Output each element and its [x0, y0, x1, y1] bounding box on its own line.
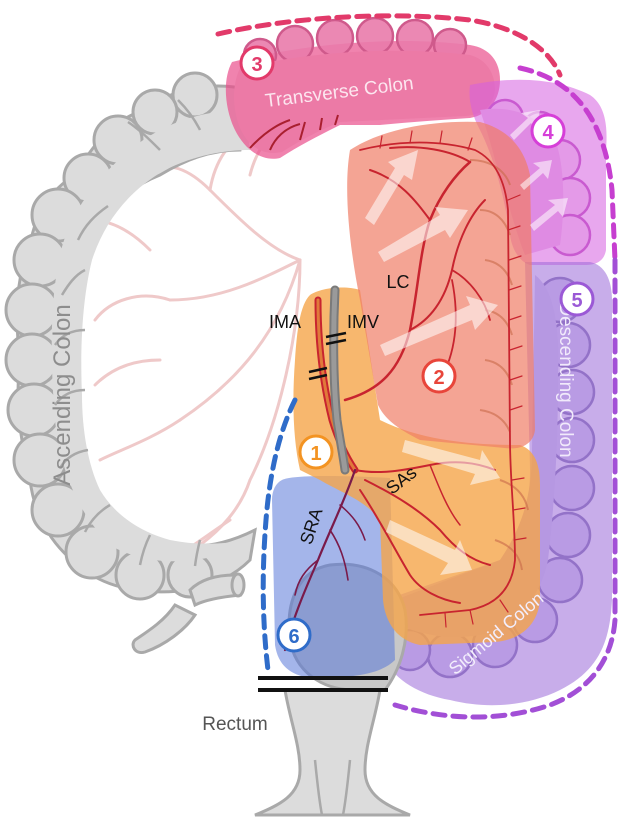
label-imv: IMV [347, 312, 379, 332]
region-number-1: 1 [310, 443, 321, 465]
region-number-6: 6 [288, 626, 299, 648]
region-badge-2: 2 [423, 360, 455, 392]
region-number-2: 2 [433, 367, 444, 389]
label-ima: IMA [269, 312, 301, 332]
region-number-4: 4 [542, 122, 554, 144]
label-descending-colon: Descending Colon [555, 302, 576, 457]
region-badge-4: 4 [532, 115, 564, 147]
label-rectum: Rectum [202, 714, 267, 735]
label-lc: LC [386, 272, 409, 292]
region-badge-3: 3 [241, 47, 273, 79]
region-number-5: 5 [571, 290, 582, 312]
appendix [133, 605, 195, 653]
region-badge-1: 1 [300, 436, 332, 468]
label-ascending-colon: Ascending Colon [49, 304, 76, 485]
region-number-3: 3 [251, 54, 262, 76]
region-badge-5: 5 [561, 283, 593, 315]
region-badge-6: 6 [278, 619, 310, 651]
rectum [255, 690, 410, 815]
